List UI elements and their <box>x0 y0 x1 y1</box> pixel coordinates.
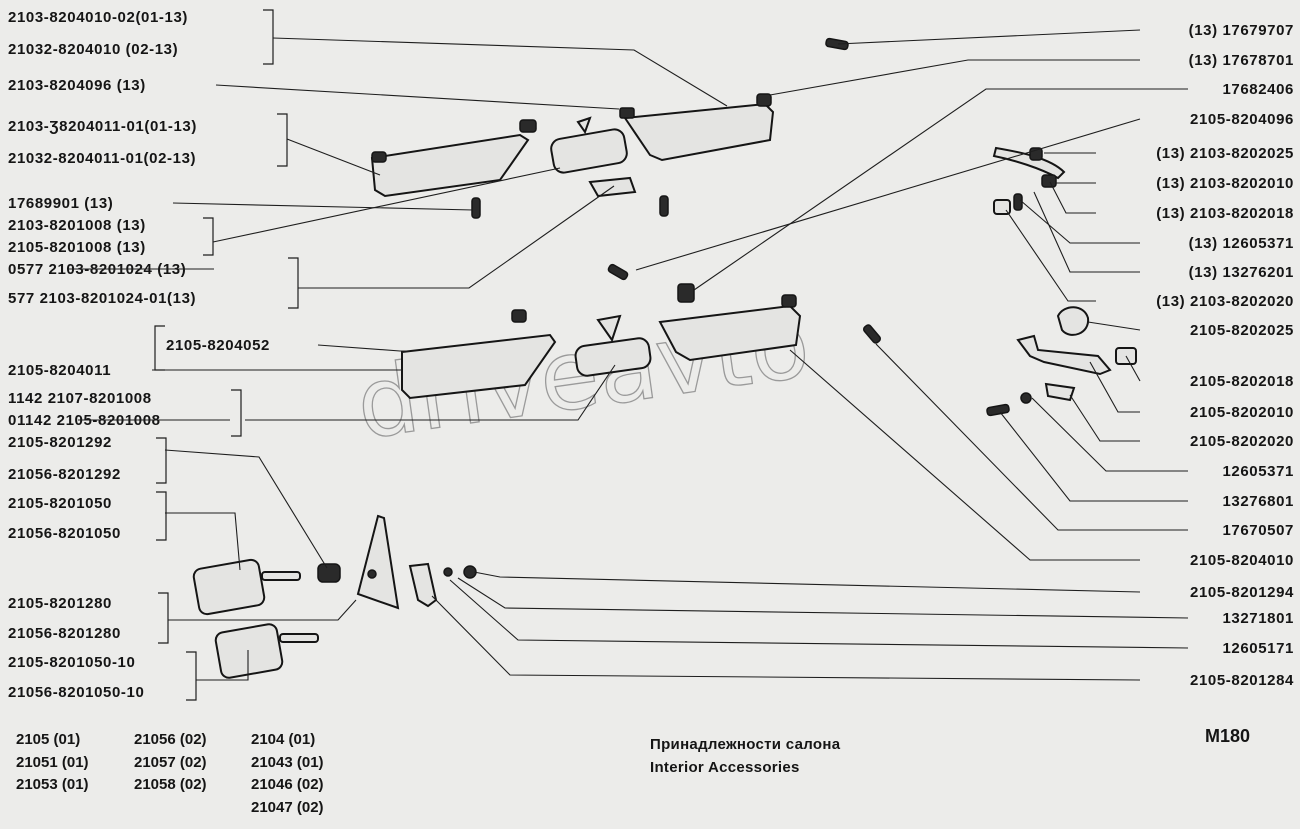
part-label: 2105-8202010 <box>1190 404 1294 421</box>
part-label: 17689901 (13) <box>8 195 113 212</box>
model-entry: 21046 (02) <box>251 776 324 793</box>
sun-visor-left-top <box>370 133 530 198</box>
mirror-stem-mid <box>596 314 622 343</box>
label-brackets <box>154 9 299 701</box>
visor-bracket-mid <box>511 309 527 323</box>
lever-washer-a <box>443 567 453 577</box>
side-mirror-upper <box>192 558 266 616</box>
part-label: 2105-8201284 <box>1190 672 1294 689</box>
handle-nut-top <box>1041 174 1057 188</box>
rear-mirror-top <box>550 128 628 174</box>
model-entry: 21057 (02) <box>134 753 207 771</box>
part-label: 2105-8201050 <box>8 495 112 512</box>
caption-en: Interior Accessories <box>650 759 800 776</box>
part-label: (13) 12605371 <box>1189 235 1294 252</box>
part-label: 21056-8201292 <box>8 466 121 483</box>
part-label: 2105-8204010 <box>1190 552 1294 569</box>
part-label: 2105-8202018 <box>1190 373 1294 390</box>
mirror-adjust-lever <box>408 562 438 608</box>
part-label: (13) 2103-8202020 <box>1156 293 1294 310</box>
part-label: 21056-8201280 <box>8 625 121 642</box>
part-label: 2105-8202020 <box>1190 433 1294 450</box>
part-label: 21056-8201050-10 <box>8 684 144 701</box>
model-column: 2105 (01) 21051 (01) 21053 (01) <box>16 729 134 797</box>
side-mirror-lower <box>214 623 284 679</box>
visor-clip-left <box>371 151 387 163</box>
part-label: 2103-8201008 (13) <box>8 217 146 234</box>
part-label: (13) 13276201 <box>1189 264 1294 281</box>
labels-left: 2103-8204010-02(01-13) 21032-8204010 (02… <box>8 9 270 701</box>
part-label: 17670507 <box>1222 522 1294 539</box>
part-label: 2103-8204096 (13) <box>8 77 146 94</box>
model-column: 21056 (02) 21057 (02) 21058 (02) <box>134 729 252 797</box>
part-label: 2105-8204096 <box>1190 111 1294 128</box>
part-label: 2105-8204052 <box>166 337 270 354</box>
model-entry: 2105 (01) <box>16 731 81 748</box>
sun-visor-left-mid <box>401 333 557 400</box>
model-entry: 21058 (02) <box>134 776 207 793</box>
visor-spring-top <box>619 107 635 119</box>
part-label: 2105-8201294 <box>1190 584 1294 601</box>
part-label: (13) 17679707 <box>1189 22 1294 39</box>
visor-clip-mid <box>781 294 797 308</box>
mirror-knob <box>317 563 341 583</box>
part-label: 12605171 <box>1222 640 1294 657</box>
leader-lines <box>152 29 1189 681</box>
part-label: 2105-8201008 (13) <box>8 239 146 256</box>
part-label: 17682406 <box>1222 81 1294 98</box>
part-label: 577 2103-8201024-01(13) <box>8 290 196 307</box>
coat-hook <box>1056 306 1090 336</box>
part-label: 2105-8201280 <box>8 595 112 612</box>
plate-hole <box>367 569 377 579</box>
part-label: (13) 2103-8202025 <box>1156 145 1294 162</box>
part-label: (13) 17678701 <box>1189 52 1294 69</box>
rear-mirror-mid <box>574 337 652 377</box>
part-label: 2105-8201050-10 <box>8 654 135 671</box>
model-entry: 21051 (01) <box>16 753 89 771</box>
part-label: 21032-8204010 (02-13) <box>8 41 178 58</box>
model-entry: 2104 (01) <box>251 731 316 748</box>
side-mirror-stem-lower <box>279 633 319 643</box>
sun-visor-right-top <box>623 102 775 162</box>
part-label: 2103-Ʒ8204011-01(01-13) <box>8 118 197 135</box>
model-entry: 21056 (02) <box>134 731 207 748</box>
screws <box>471 37 1023 417</box>
part-label: 21032-8204011-01(02-13) <box>8 150 196 167</box>
part-label: 1142 2107-8201008 <box>8 390 152 407</box>
labels-right: (13) 17679707 (13) 17678701 17682406 210… <box>1156 22 1294 689</box>
model-entry: 21053 (01) <box>16 776 89 793</box>
hook-mid <box>677 283 695 303</box>
part-label: 2105-8202025 <box>1190 322 1294 339</box>
model-entry: 21047 (02) <box>251 798 324 816</box>
mirror-triangle-plate <box>356 514 400 610</box>
part-label: 12605371 <box>1222 463 1294 480</box>
figure-code: M180 <box>1204 726 1250 746</box>
part-label: 2103-8204010-02(01-13) <box>8 9 188 26</box>
handle-cover-bottom <box>1044 382 1076 402</box>
part-label: (13) 2103-8202010 <box>1156 175 1294 192</box>
caption-ru: Принадлежности салона <box>650 736 841 753</box>
model-column: 2104 (01) 21043 (01) 21046 (02) 21047 (0… <box>251 729 369 819</box>
model-entry: 21043 (01) <box>251 753 324 771</box>
grab-handle-top <box>992 146 1066 180</box>
part-label: 21056-8201050 <box>8 525 121 542</box>
parts-illustration <box>192 37 1137 679</box>
part-label: 2105-8204011 <box>8 362 111 379</box>
visor-clip-top <box>756 93 772 107</box>
part-label: (13) 2103-8202018 <box>1156 205 1294 222</box>
side-mirror-stem-upper <box>261 571 301 581</box>
part-label: 13271801 <box>1222 610 1294 627</box>
part-label: 2105-8201292 <box>8 434 112 451</box>
handle-washer-bottom <box>1020 392 1032 404</box>
grab-handle-bottom <box>1016 334 1112 376</box>
part-label: 13276801 <box>1222 493 1294 510</box>
visor-bracket-left <box>519 119 537 133</box>
mirror-stem-top <box>576 116 592 135</box>
diagram-caption: Принадлежности салона Interior Accessori… <box>650 733 840 779</box>
